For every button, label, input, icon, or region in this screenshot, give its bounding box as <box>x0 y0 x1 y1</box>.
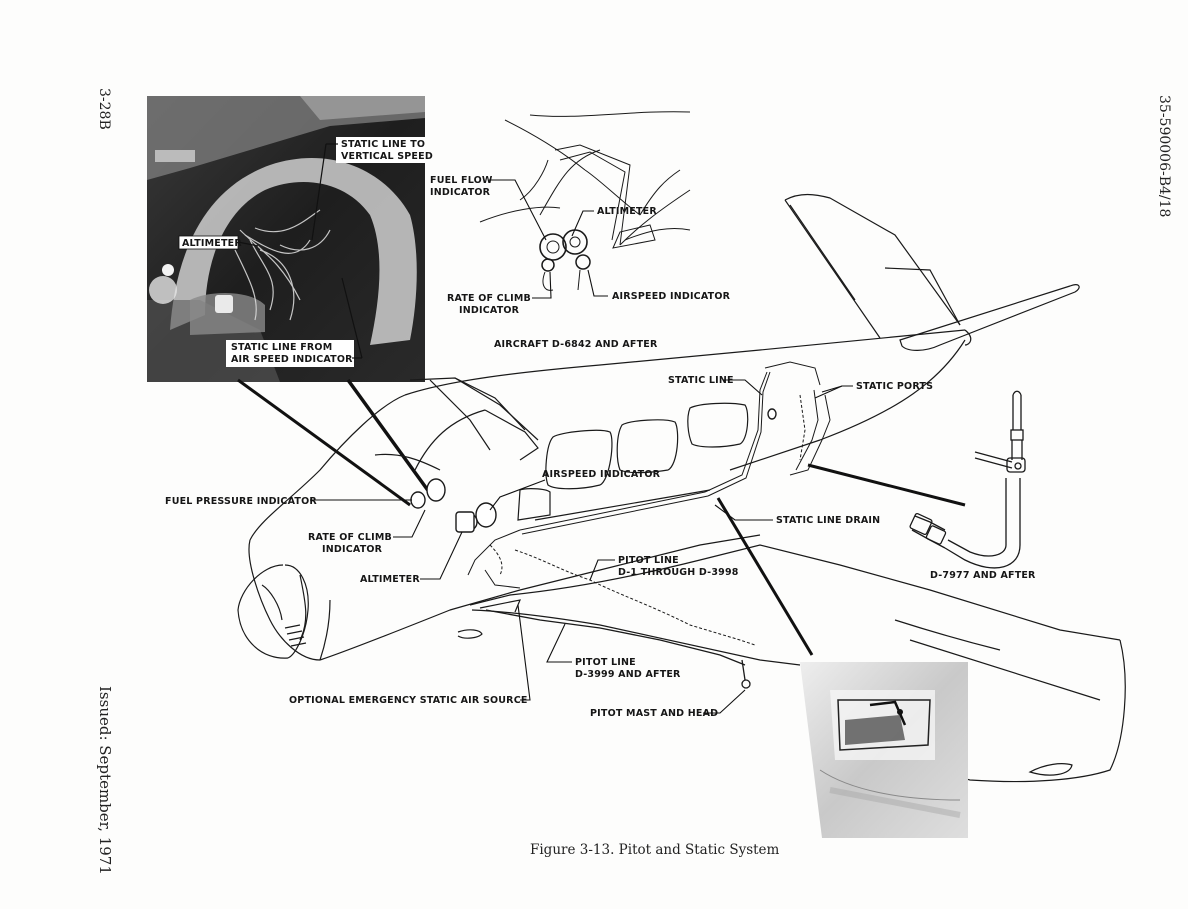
svg-text:AIRSPEED INDICATOR: AIRSPEED INDICATOR <box>612 291 731 302</box>
svg-text:STATIC LINE: STATIC LINE <box>668 375 734 386</box>
svg-text:PITOT LINE: PITOT LINE <box>575 657 636 668</box>
svg-text:AIRSPEED INDICATOR: AIRSPEED INDICATOR <box>542 469 661 480</box>
svg-text:ALTIMETER: ALTIMETER <box>360 574 420 585</box>
svg-text:D-1 THROUGH D-3998: D-1 THROUGH D-3998 <box>618 567 739 578</box>
photo-leader-lines <box>237 378 434 507</box>
pitot-line-early <box>489 394 806 646</box>
pitot-inset-label: D-7977 AND AFTER <box>930 570 1036 581</box>
svg-text:INDICATOR: INDICATOR <box>459 305 520 316</box>
inset-pitot-mast-drawing <box>909 390 1026 569</box>
inset-cockpit-drawing <box>479 111 691 291</box>
svg-text:D-7977 AND AFTER: D-7977 AND AFTER <box>930 570 1036 581</box>
svg-text:FUEL FLOW: FUEL FLOW <box>430 175 493 186</box>
inset-photo-instrument-panel: STATIC LINE TO VERTICAL SPEED ALTIMETER … <box>147 96 433 382</box>
svg-text:PITOT LINE: PITOT LINE <box>618 555 679 566</box>
svg-text:RATE OF CLIMB: RATE OF CLIMB <box>308 532 392 543</box>
svg-text:STATIC LINE FROM: STATIC LINE FROM <box>231 342 332 353</box>
cockpit-labels: FUEL FLOW INDICATOR ALTIMETER RATE OF CL… <box>430 175 731 350</box>
svg-text:PITOT MAST AND HEAD: PITOT MAST AND HEAD <box>590 708 718 719</box>
svg-text:INDICATOR: INDICATOR <box>430 187 491 198</box>
svg-text:RATE OF CLIMB: RATE OF CLIMB <box>447 293 531 304</box>
svg-text:FUEL PRESSURE INDICATOR: FUEL PRESSURE INDICATOR <box>165 496 317 507</box>
inset-leader-lines <box>716 463 966 656</box>
svg-text:D-3999 AND AFTER: D-3999 AND AFTER <box>575 669 681 680</box>
svg-text:AIR SPEED INDICATOR: AIR SPEED INDICATOR <box>231 354 353 365</box>
svg-text:STATIC LINE TO: STATIC LINE TO <box>341 139 425 150</box>
pitot-line-late <box>485 609 751 689</box>
label-altimeter-photo: ALTIMETER <box>178 235 259 250</box>
svg-text:STATIC LINE DRAIN: STATIC LINE DRAIN <box>776 515 880 526</box>
svg-text:VERTICAL SPEED: VERTICAL SPEED <box>341 151 433 162</box>
svg-text:OPTIONAL EMERGENCY STATIC AIR: OPTIONAL EMERGENCY STATIC AIR SOURCE <box>289 695 528 706</box>
main-labels: STATIC LINE STATIC PORTS AIRSPEED INDICA… <box>165 375 933 719</box>
svg-text:AIRCRAFT D-6842 AND AFTER: AIRCRAFT D-6842 AND AFTER <box>494 339 658 350</box>
svg-text:ALTIMETER: ALTIMETER <box>597 206 657 217</box>
aircraft-outline <box>237 193 1126 783</box>
plumbing-lines <box>467 361 831 589</box>
label-static-line-from-asi: STATIC LINE FROM AIR SPEED INDICATOR <box>226 277 363 367</box>
svg-text:ALTIMETER: ALTIMETER <box>182 238 242 249</box>
label-static-line-to-vs: STATIC LINE TO VERTICAL SPEED <box>311 137 433 241</box>
inset-photo-pitot <box>800 662 968 838</box>
figure-caption: Figure 3-13. Pitot and Static System <box>530 842 780 858</box>
svg-text:STATIC PORTS: STATIC PORTS <box>856 381 933 392</box>
svg-text:INDICATOR: INDICATOR <box>322 544 383 555</box>
panel-instruments <box>410 408 777 533</box>
